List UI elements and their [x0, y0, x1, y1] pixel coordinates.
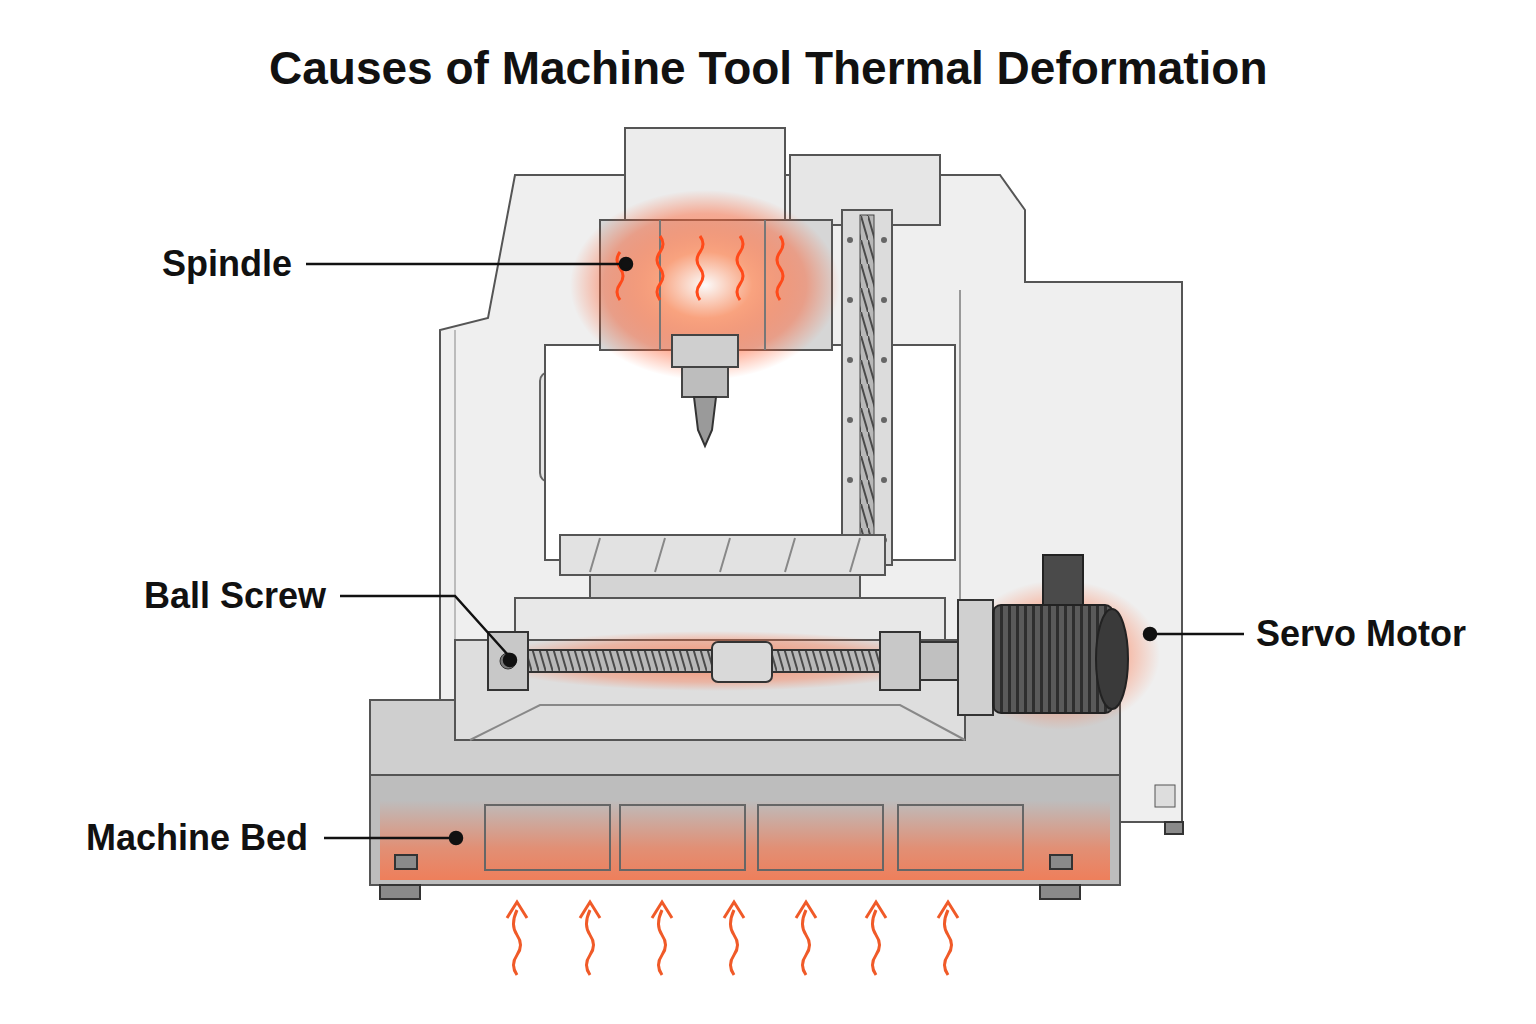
heat-arrows — [803, 910, 810, 975]
heat-arrows — [507, 902, 527, 918]
z-axis-rail — [847, 237, 887, 543]
ball-screw — [485, 631, 960, 691]
z-axis-rail — [842, 210, 892, 565]
heat-arrows — [796, 902, 816, 918]
z-axis-rail — [881, 357, 887, 363]
machine-bed — [485, 805, 610, 870]
z-axis-rail — [847, 297, 853, 303]
heat-arrows — [659, 910, 666, 975]
ball-screw — [485, 631, 945, 691]
heat-arrows — [731, 910, 738, 975]
z-axis-rail — [881, 297, 887, 303]
z-axis-rail — [860, 215, 874, 560]
machine-bed — [758, 805, 883, 870]
part-label: Ball Screw — [144, 575, 326, 617]
heat-arrows — [580, 902, 600, 918]
leveling-feet — [1050, 855, 1072, 869]
z-axis-rail — [881, 237, 887, 243]
leader-lines — [340, 596, 508, 655]
servo-motor — [1096, 609, 1128, 709]
z-axis-rail — [881, 477, 887, 483]
machine-bed — [620, 805, 745, 870]
heat-waves — [737, 236, 743, 300]
servo-motor — [958, 600, 993, 715]
leveling-feet — [1165, 822, 1183, 834]
leader-lines — [1144, 628, 1156, 640]
part-label: Machine Bed — [86, 817, 308, 859]
machine-frame — [545, 345, 955, 560]
z-axis-rail — [881, 417, 887, 423]
leader-lines — [504, 654, 516, 666]
leveling-feet — [1040, 885, 1080, 899]
heat-arrows — [507, 902, 958, 975]
z-axis-rail — [790, 155, 940, 565]
spindle-head — [694, 397, 716, 446]
machine-bed — [370, 775, 1120, 885]
machine-frame — [440, 175, 1182, 822]
machine-bed — [485, 805, 1023, 870]
heat-arrows — [945, 910, 952, 975]
servo-motor — [1043, 555, 1083, 605]
leveling-feet — [380, 885, 420, 899]
work-table — [590, 538, 860, 572]
heat-arrows — [587, 910, 594, 975]
heat-arrows — [724, 902, 744, 918]
heat-arrows — [873, 910, 880, 975]
ball-screw — [920, 642, 960, 680]
spindle-head — [660, 220, 765, 350]
ball-screw — [500, 653, 516, 669]
leader-lines — [1152, 633, 1244, 636]
machine-frame — [440, 175, 1182, 822]
z-axis-rail — [847, 237, 853, 243]
work-table — [515, 535, 945, 640]
diagram-title: Causes of Machine Tool Thermal Deformati… — [269, 41, 1268, 95]
machine-bed — [898, 805, 1023, 870]
heat-arrows — [514, 910, 521, 975]
ball-screw — [712, 642, 772, 682]
leader-lines — [324, 837, 452, 840]
heat-arrows — [938, 902, 958, 918]
leader-lines — [620, 258, 632, 270]
leveling-feet — [395, 855, 417, 869]
work-table — [560, 535, 885, 575]
spindle-head — [570, 128, 840, 446]
machine-frame — [1155, 785, 1175, 807]
leader-lines — [306, 258, 1244, 844]
machine-bed — [380, 800, 1110, 880]
servo-motor — [958, 555, 1160, 730]
heat-glow — [570, 190, 840, 380]
spindle-head — [682, 367, 728, 397]
heat-arrows — [866, 902, 886, 918]
z-axis-rail — [847, 357, 853, 363]
heat-waves — [657, 236, 663, 300]
leveling-feet — [380, 822, 1183, 899]
leader-lines — [306, 263, 622, 266]
ball-screw — [880, 632, 920, 690]
spindle-head — [672, 335, 738, 367]
heat-waves — [617, 236, 783, 300]
heat-arrows — [652, 902, 672, 918]
z-axis-rail — [847, 417, 853, 423]
part-label: Spindle — [162, 243, 292, 285]
machine-bed — [470, 705, 965, 740]
z-axis-rail — [847, 477, 853, 483]
heat-waves — [697, 236, 703, 300]
part-label: Servo Motor — [1256, 613, 1466, 655]
leader-lines — [450, 832, 462, 844]
heat-waves — [777, 236, 783, 300]
